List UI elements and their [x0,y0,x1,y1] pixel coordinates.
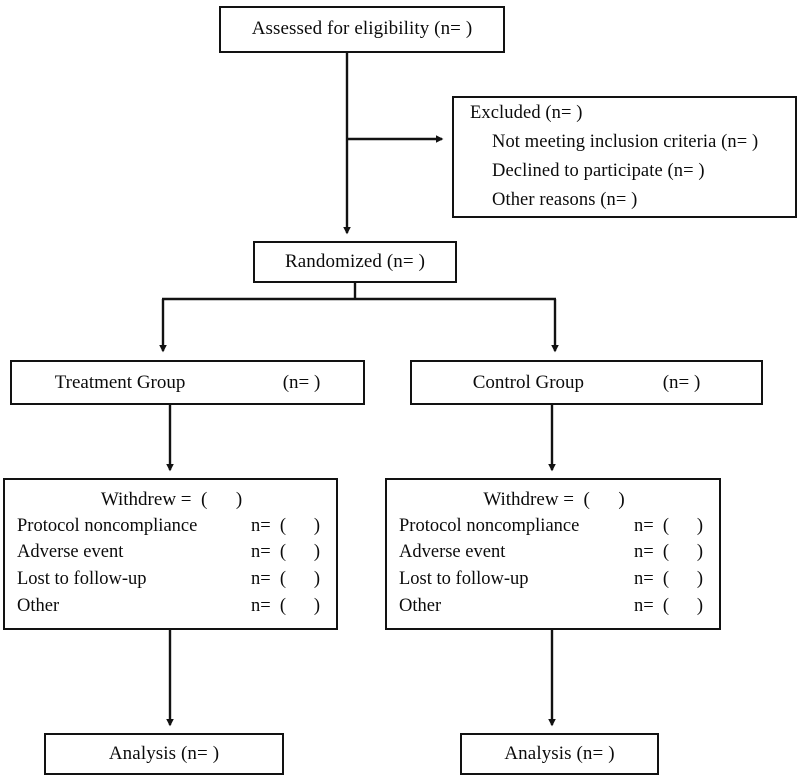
withdrew-left-row: Adverse event n= ( ) [17,539,326,566]
withdrew-left-row-label: Lost to follow-up [17,569,147,589]
node-randomized: Randomized (n= ) [253,241,457,283]
withdrew-left-row: Protocol noncompliance n= ( ) [17,513,326,540]
withdrew-right-row: Other n= ( ) [399,593,709,620]
treatment-group-label: Treatment Group [54,371,186,393]
withdrew-left-row-label: Other [17,595,60,616]
excluded-reason-declined: Declined to participate (n= ) [492,161,705,181]
withdrew-left-row-value: n= ( ) [250,542,320,563]
withdrew-right-row: Adverse event n= ( ) [399,539,709,566]
withdrew-right-row-value: n= ( ) [633,595,703,616]
withdrew-left-row-label: Protocol noncompliance [17,515,198,536]
withdrew-right-row-value: n= ( ) [633,569,703,589]
control-group-count: (n= ) [662,371,701,393]
analysis-right-label: Analysis (n= ) [504,742,615,764]
excluded-heading: Excluded (n= ) [470,103,583,124]
excluded-reason-other: Other reasons (n= ) [492,189,638,210]
node-control-group: Control Group (n= ) [410,360,763,405]
withdrew-right-row: Lost to follow-up n= ( ) [399,566,709,593]
treatment-group-count: (n= ) [282,371,321,393]
node-withdrew-control: Withdrew = ( ) Protocol noncompliance n=… [385,478,721,630]
withdrew-left-row-value: n= ( ) [250,595,320,616]
node-treatment-group: Treatment Group (n= ) [10,360,365,405]
node-assessed-for-eligibility: Assessed for eligibility (n= ) [219,6,505,53]
randomized-label: Randomized (n= ) [285,250,425,272]
withdrew-left-row-value: n= ( ) [250,569,320,589]
withdrew-right-row-value: n= ( ) [633,515,703,536]
excluded-reason-not-meeting: Not meeting inclusion criteria (n= ) [492,132,759,153]
node-analysis-control: Analysis (n= ) [460,733,659,775]
withdrew-left-row: Other n= ( ) [17,593,326,620]
control-group-text: Control Group (n= ) [473,372,701,394]
withdrew-right-row-value: n= ( ) [633,542,703,563]
withdrew-left-row-label: Adverse event [17,542,124,563]
withdrew-right-row-label: Adverse event [399,542,506,563]
treatment-group-text: Treatment Group (n= ) [55,372,321,394]
withdrew-right-row-label: Lost to follow-up [399,569,529,589]
withdrew-right-row-label: Protocol noncompliance [399,515,580,536]
withdrew-right-row: Protocol noncompliance n= ( ) [399,513,709,540]
node-excluded: Excluded (n= ) Not meeting inclusion cri… [452,96,797,218]
withdrew-right-title: Withdrew = ( ) [483,488,625,510]
connector-randomized-split [159,283,559,353]
analysis-left-label: Analysis (n= ) [108,742,220,764]
control-group-label: Control Group [472,371,585,393]
node-analysis-treatment: Analysis (n= ) [44,733,284,775]
assessed-label: Assessed for eligibility (n= ) [251,18,473,40]
withdrew-left-row-value: n= ( ) [250,515,320,536]
withdrew-left-title: Withdrew = ( ) [100,488,243,510]
withdrew-left-row: Lost to follow-up n= ( ) [17,566,326,593]
node-withdrew-treatment: Withdrew = ( ) Protocol noncompliance n=… [3,478,338,630]
withdrew-right-row-label: Other [399,595,442,616]
